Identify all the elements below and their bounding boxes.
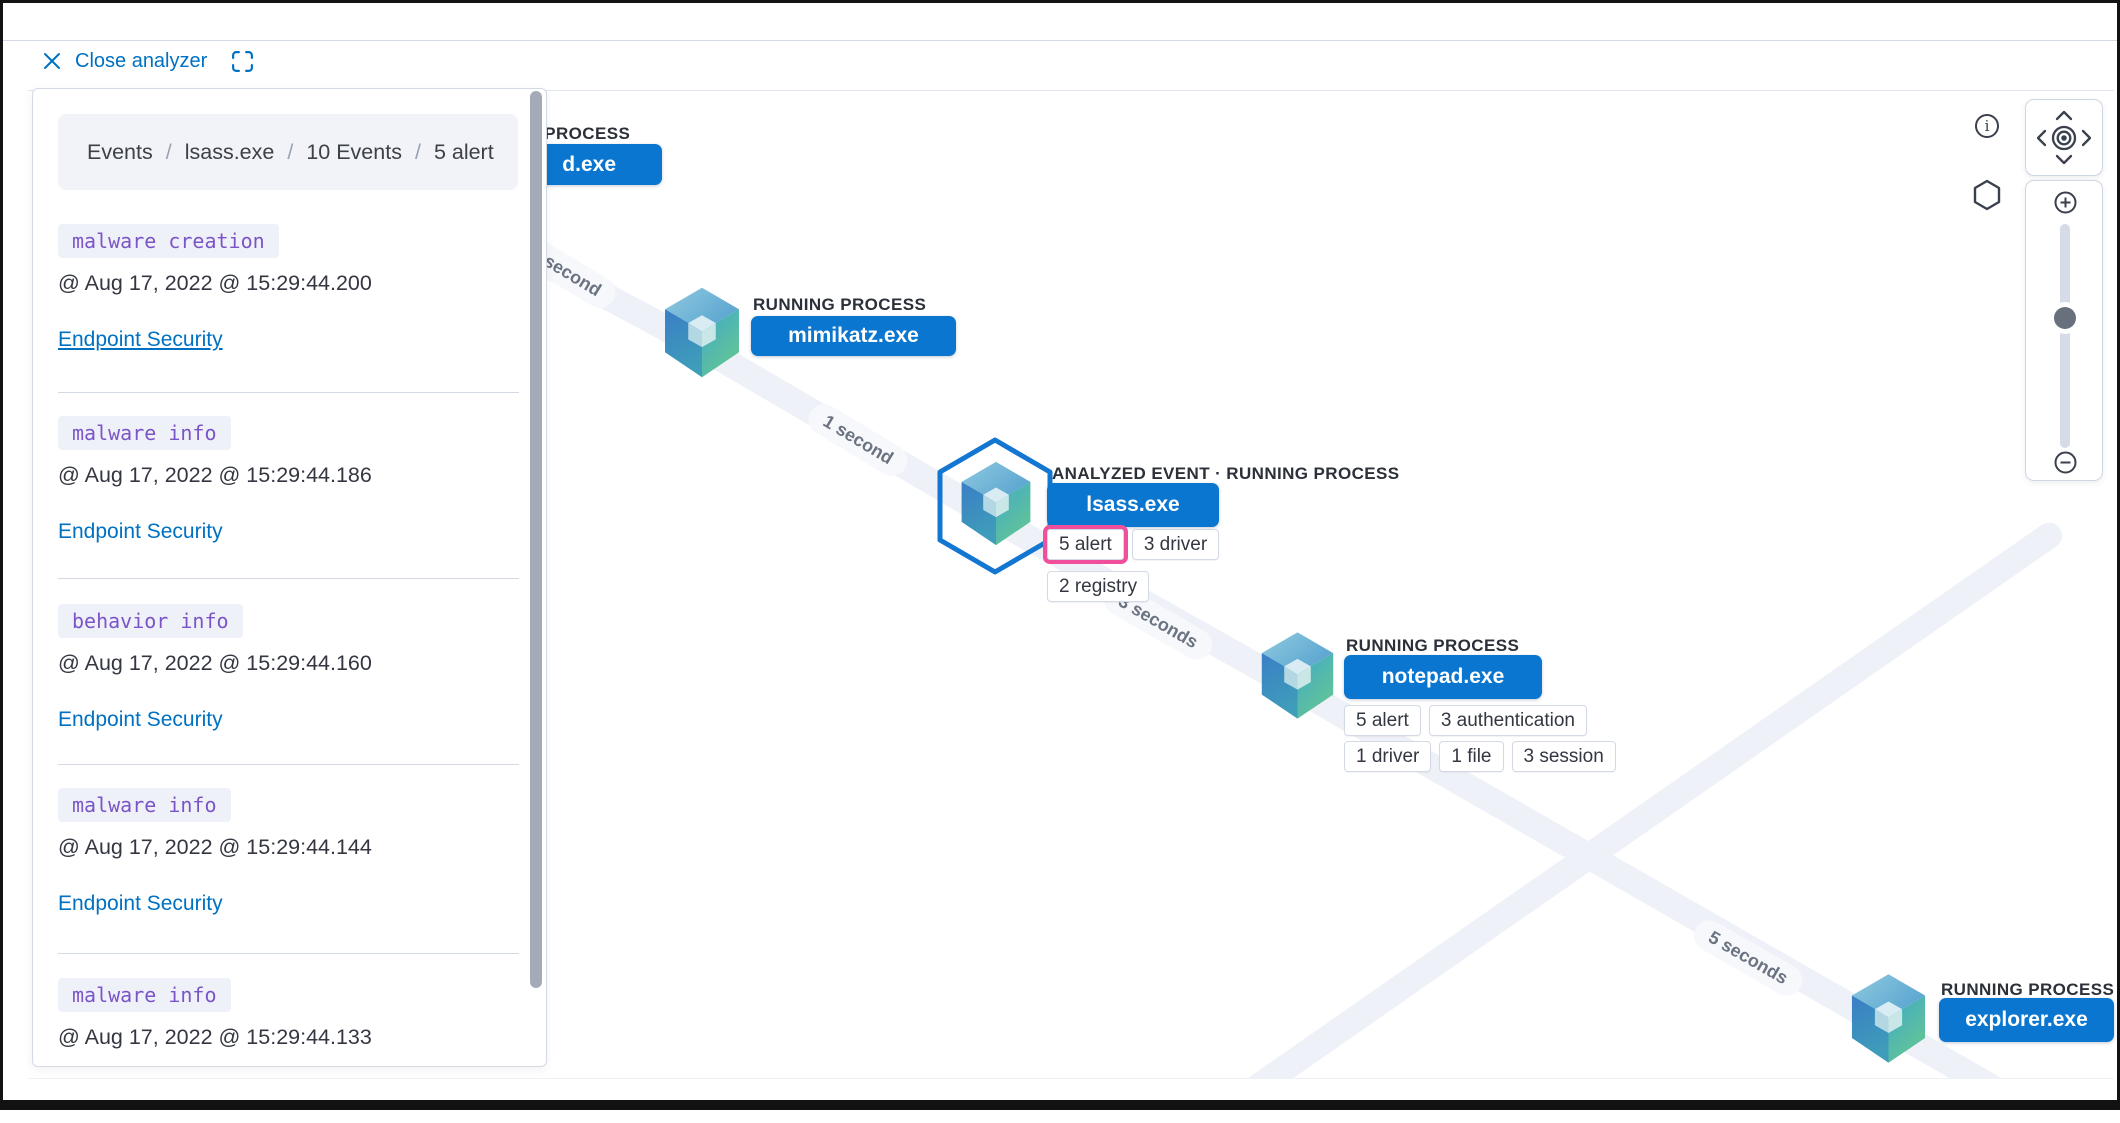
breadcrumb-item[interactable]: 5 alert — [434, 140, 494, 165]
event-timestamp: @ Aug 17, 2022 @ 15:29:44.144 — [58, 835, 372, 860]
edge-duration-label: 1 second — [803, 398, 913, 481]
breadcrumb-separator: / — [166, 140, 172, 165]
event-list-item: malware info@ Aug 17, 2022 @ 15:29:44.18… — [58, 416, 516, 450]
zoom-slider-track[interactable] — [2060, 224, 2070, 448]
close-icon[interactable] — [43, 52, 61, 70]
fullscreen-icon[interactable] — [229, 48, 255, 74]
breadcrumb-item[interactable]: lsass.exe — [185, 140, 275, 165]
event-count-pill[interactable]: 3 session — [1512, 741, 1616, 772]
event-category-badge: malware info — [58, 978, 231, 1012]
close-analyzer-row: Close analyzer — [43, 48, 255, 74]
breadcrumb-item[interactable]: Events — [87, 140, 153, 165]
event-pill-row: 2 registry — [1047, 571, 1149, 602]
top-bar — [3, 3, 2117, 41]
nav-up-chevron[interactable] — [2057, 112, 2071, 119]
event-count-pill[interactable]: 1 driver — [1344, 741, 1431, 772]
event-source-link[interactable]: Endpoint Security — [58, 708, 223, 732]
nav-down-chevron[interactable] — [2057, 156, 2071, 163]
breadcrumb-separator: / — [287, 140, 293, 165]
event-divider — [58, 578, 519, 579]
event-category-badge: malware info — [58, 416, 231, 450]
event-count-pill[interactable]: 5 alert — [1047, 529, 1124, 560]
event-count-pill[interactable]: 1 file — [1439, 741, 1503, 772]
event-timestamp: @ Aug 17, 2022 @ 15:29:44.160 — [58, 651, 372, 676]
breadcrumb-item[interactable]: 10 Events — [306, 140, 402, 165]
event-count-pill[interactable]: 5 alert — [1344, 705, 1421, 736]
node-type-label: RUNNING PROCESS — [1346, 636, 1519, 656]
zoom-out-button[interactable] — [2054, 451, 2077, 474]
process-name-button[interactable]: notepad.exe — [1344, 655, 1542, 699]
zoom-slider-thumb[interactable] — [2054, 307, 2076, 329]
event-pill-row: 5 alert 3 driver — [1047, 529, 1219, 560]
event-pill-row: 1 driver 1 file 3 session — [1344, 741, 1616, 772]
info-icon[interactable]: i — [1975, 114, 1999, 138]
event-pill-row: 5 alert 3 authentication — [1344, 705, 1587, 736]
event-source-link[interactable]: Endpoint Security — [58, 892, 223, 916]
event-category-badge: behavior info — [58, 604, 243, 638]
events-side-panel: Events / lsass.exe / 10 Events / 5 alert malwa… — [32, 88, 547, 1067]
node-type-label: RUNNING PROCESS — [1941, 980, 2114, 1000]
event-list-item: malware info@ Aug 17, 2022 @ 15:29:44.14… — [58, 788, 516, 822]
analyzer-bottom-border — [28, 1078, 2114, 1079]
breadcrumb: Events / lsass.exe / 10 Events / 5 alert — [58, 114, 518, 190]
event-count-pill[interactable]: 3 authentication — [1429, 705, 1587, 736]
process-cube-icon[interactable] — [956, 456, 1036, 551]
process-name-button[interactable]: lsass.exe — [1047, 483, 1219, 527]
process-name-button[interactable]: mimikatz.exe — [751, 316, 956, 356]
event-timestamp: @ Aug 17, 2022 @ 15:29:44.133 — [58, 1025, 372, 1050]
hexagon-icon[interactable] — [1973, 179, 2001, 211]
event-divider — [58, 392, 519, 393]
process-name-button[interactable]: explorer.exe — [1939, 998, 2114, 1042]
event-list-item: malware creation@ Aug 17, 2022 @ 15:29:4… — [58, 224, 516, 258]
event-category-badge: malware info — [58, 788, 231, 822]
event-timestamp: @ Aug 17, 2022 @ 15:29:44.200 — [58, 271, 372, 296]
event-source-link[interactable]: Endpoint Security — [58, 328, 223, 352]
event-list-item: behavior info@ Aug 17, 2022 @ 15:29:44.1… — [58, 604, 516, 638]
nav-right-chevron[interactable] — [2083, 131, 2090, 145]
process-cube-icon[interactable] — [659, 284, 745, 381]
event-category-badge: malware creation — [58, 224, 279, 258]
zoom-control-panel — [2025, 180, 2103, 481]
zoom-in-button[interactable] — [2054, 191, 2077, 214]
nav-left-chevron[interactable] — [2038, 131, 2045, 145]
breadcrumb-separator: / — [415, 140, 421, 165]
close-analyzer-button[interactable]: Close analyzer — [75, 50, 207, 73]
event-source-link[interactable]: Endpoint Security — [58, 520, 223, 544]
process-cube-icon[interactable] — [1846, 970, 1931, 1067]
event-list-item: malware info@ Aug 17, 2022 @ 15:29:44.13… — [58, 978, 516, 1012]
process-cube-icon[interactable] — [1254, 629, 1341, 722]
nav-center-target[interactable] — [2053, 127, 2075, 149]
event-count-pill[interactable]: 3 driver — [1132, 529, 1219, 560]
graph-nav-panel — [2025, 99, 2103, 176]
node-type-label: RUNNING PROCESS — [753, 295, 926, 315]
event-divider — [58, 764, 519, 765]
event-divider — [58, 953, 519, 954]
node-type-label: ANALYZED EVENT · RUNNING PROCESS — [1052, 464, 1400, 484]
event-count-pill[interactable]: 2 registry — [1047, 571, 1149, 602]
panel-scrollbar[interactable] — [530, 91, 542, 988]
event-timestamp: @ Aug 17, 2022 @ 15:29:44.186 — [58, 463, 372, 488]
